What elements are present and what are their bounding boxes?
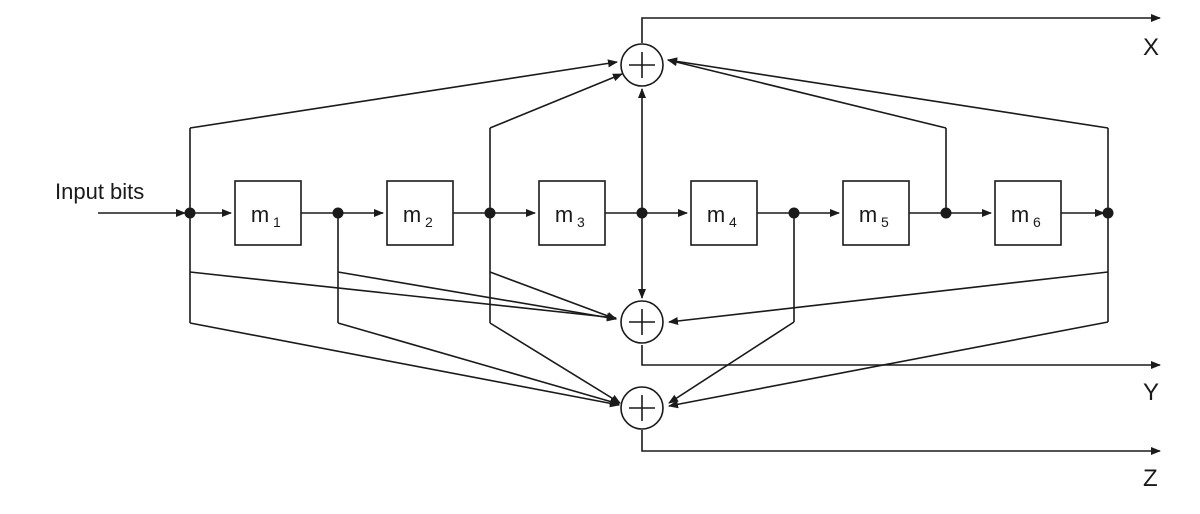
x-from-m6 bbox=[667, 57, 1109, 129]
junction-m3 bbox=[636, 207, 648, 219]
y-from-input bbox=[189, 271, 617, 322]
register-m1: m 1 bbox=[234, 180, 302, 246]
register-m2-box bbox=[386, 180, 454, 246]
output-z-label: Z bbox=[1143, 465, 1158, 492]
adder-y bbox=[620, 300, 664, 344]
adder-z bbox=[620, 386, 664, 430]
junction-m1 bbox=[332, 207, 344, 219]
output-y-label: Y bbox=[1143, 379, 1159, 406]
adder-x bbox=[620, 43, 664, 87]
register-m6-box bbox=[994, 180, 1062, 246]
register-m5: m 5 bbox=[842, 180, 910, 246]
vertical-taps bbox=[189, 88, 1109, 323]
register-m4: m 4 bbox=[690, 180, 758, 246]
x-from-m2 bbox=[489, 73, 623, 129]
register-m3-name: m bbox=[555, 202, 573, 227]
junction-m2 bbox=[484, 207, 496, 219]
register-m2: m 2 bbox=[386, 180, 454, 246]
output-y-line bbox=[641, 345, 1161, 369]
register-m5-box bbox=[842, 180, 910, 246]
output-z-line bbox=[641, 430, 1161, 455]
x-adder-connections bbox=[189, 57, 1109, 129]
register-m2-name: m bbox=[403, 202, 421, 227]
register-m4-name: m bbox=[707, 202, 725, 227]
input-bits-label: Input bits bbox=[55, 179, 144, 204]
junction-m6 bbox=[1102, 207, 1114, 219]
y-from-m6 bbox=[668, 271, 1109, 325]
z-from-m2 bbox=[489, 322, 621, 404]
x-from-input bbox=[189, 59, 618, 129]
output-lines bbox=[641, 14, 1161, 455]
register-m3: m 3 bbox=[538, 180, 606, 246]
register-m1-sub: 1 bbox=[273, 214, 281, 230]
register-m6-name: m bbox=[1011, 202, 1029, 227]
junction-m4 bbox=[788, 207, 800, 219]
z-from-m1 bbox=[337, 322, 620, 406]
register-m6-sub: 6 bbox=[1033, 214, 1041, 230]
junction-m5 bbox=[940, 207, 952, 219]
register-m2-sub: 2 bbox=[425, 214, 433, 230]
z-from-input bbox=[189, 322, 620, 408]
z-from-m6 bbox=[668, 321, 1109, 409]
register-m3-box bbox=[538, 180, 606, 246]
junction-nodes bbox=[184, 207, 1114, 219]
register-m4-box bbox=[690, 180, 758, 246]
y-from-m1 bbox=[337, 271, 617, 322]
z-from-m4 bbox=[668, 321, 795, 404]
junction-input bbox=[184, 207, 196, 219]
y-from-m2 bbox=[489, 271, 617, 320]
register-m5-sub: 5 bbox=[881, 214, 889, 230]
register-m1-name: m bbox=[251, 202, 269, 227]
register-m6: m 6 bbox=[994, 180, 1062, 246]
register-m5-name: m bbox=[859, 202, 877, 227]
register-m1-box bbox=[234, 180, 302, 246]
z-adder-connections bbox=[189, 321, 1109, 409]
y-adder-connections bbox=[189, 271, 1109, 325]
output-x-line bbox=[641, 14, 1161, 43]
register-m4-sub: 4 bbox=[729, 214, 737, 230]
x-from-m5 bbox=[667, 58, 947, 129]
register-m3-sub: 3 bbox=[577, 214, 585, 230]
output-x-label: X bbox=[1143, 34, 1159, 61]
